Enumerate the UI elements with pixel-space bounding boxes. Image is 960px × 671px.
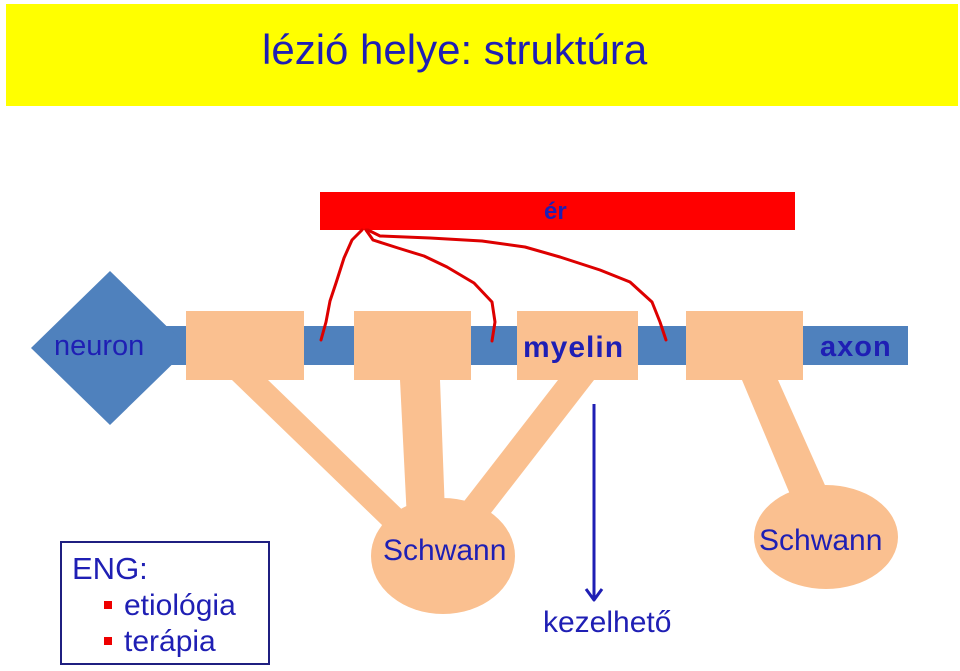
schwann-cell-right bbox=[754, 485, 898, 589]
connector-1 bbox=[232, 380, 448, 554]
myelin-segment-1 bbox=[186, 311, 304, 380]
myelin-segment-2 bbox=[354, 311, 471, 380]
neuron-label: neuron bbox=[54, 330, 145, 362]
connector-3 bbox=[434, 380, 594, 540]
eng-box: ENG: etiológia terápia bbox=[60, 541, 270, 665]
bullet-icon bbox=[104, 601, 112, 609]
title-banner bbox=[6, 4, 958, 106]
eng-item-label: etiológia bbox=[124, 589, 236, 622]
schwann-cell-left bbox=[371, 498, 515, 614]
eng-item-therapy: terápia bbox=[104, 625, 216, 659]
neuron-body bbox=[31, 271, 189, 425]
treatable-label: kezelhető bbox=[543, 606, 672, 639]
eng-heading: ENG: bbox=[72, 551, 148, 586]
vessel-branch-2 bbox=[364, 228, 497, 343]
schwann-label-left: Schwann bbox=[383, 534, 507, 567]
schwann-label-right: Schwann bbox=[759, 524, 883, 557]
vessel-branch-1 bbox=[319, 228, 364, 342]
vessel-branch-3 bbox=[366, 228, 668, 342]
eng-item-etiology: etiológia bbox=[104, 589, 236, 623]
bullet-icon bbox=[104, 637, 112, 645]
eng-item-label: terápia bbox=[124, 625, 216, 658]
myelin-segment-3 bbox=[517, 311, 638, 380]
axon-label: axon bbox=[820, 331, 892, 363]
treatable-arrow-head bbox=[584, 588, 604, 602]
myelin-segment-4 bbox=[686, 311, 803, 380]
slide-title: lézió helye: struktúra bbox=[262, 26, 648, 73]
vessel-label: ér bbox=[544, 198, 567, 225]
myelin-label: myelin bbox=[523, 331, 625, 364]
blood-vessel bbox=[320, 192, 795, 230]
